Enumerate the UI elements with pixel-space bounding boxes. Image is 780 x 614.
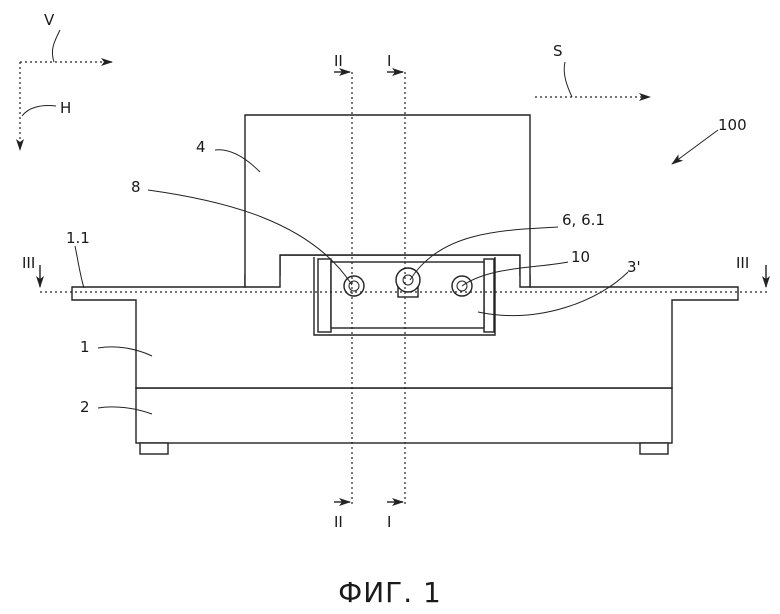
screw-8 [344, 276, 364, 296]
label-iii-left: III [22, 254, 35, 272]
label-s: S [553, 42, 563, 60]
label-1: 1 [80, 338, 90, 356]
figure-caption: ФИГ. 1 [338, 576, 442, 609]
reference-100: 100 [672, 116, 747, 164]
label-i-top: I [387, 52, 391, 70]
direction-s: S [535, 42, 650, 97]
label-2: 2 [80, 398, 90, 416]
label-ii-top: II [334, 52, 343, 70]
label-6: 6, 6.1 [562, 211, 605, 229]
label-v: V [44, 11, 55, 29]
label-8: 8 [131, 178, 141, 196]
element-6 [396, 268, 420, 297]
label-ii-bottom: II [334, 513, 343, 531]
base-body-2 [136, 388, 672, 454]
label-100: 100 [718, 116, 747, 134]
label-10: 10 [571, 248, 590, 266]
label-4: 4 [196, 138, 206, 156]
label-1-1: 1.1 [66, 229, 90, 247]
label-i-bottom: I [387, 513, 391, 531]
label-3p: 3' [627, 258, 641, 276]
label-h: H [60, 99, 71, 117]
label-iii-right: III [736, 254, 749, 272]
axis-v-h: V H [20, 11, 112, 150]
